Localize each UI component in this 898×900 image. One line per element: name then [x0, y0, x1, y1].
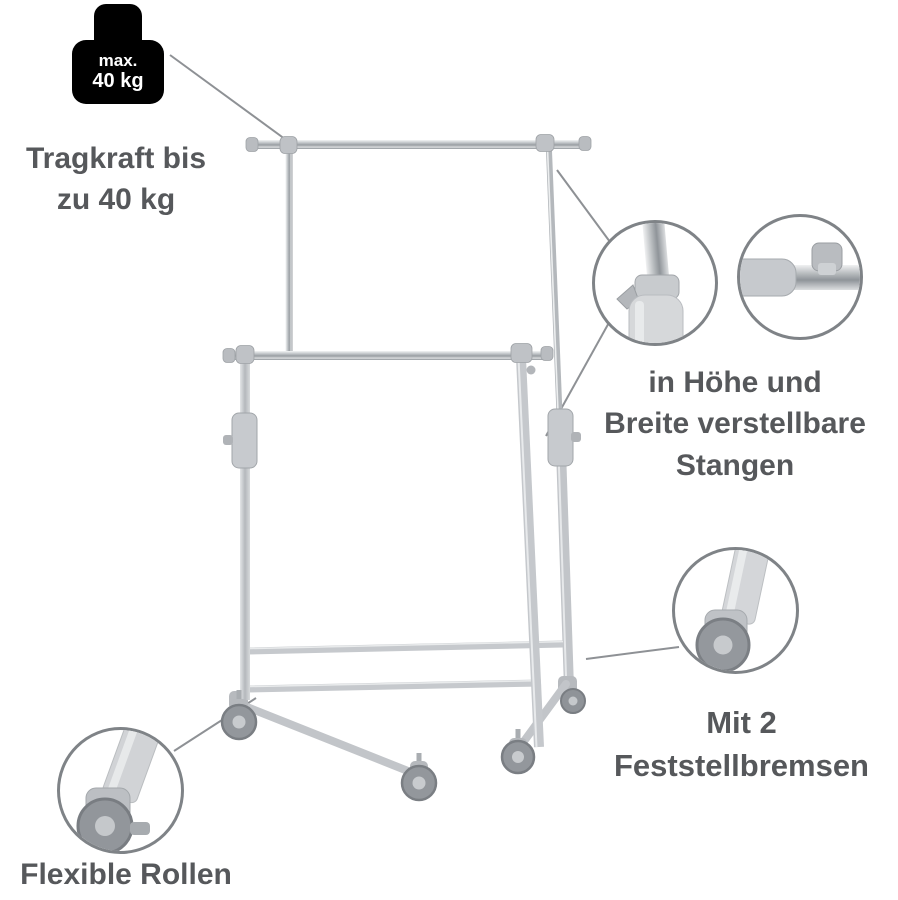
- caption-flexible-rollers: Flexible Rollen: [0, 854, 252, 895]
- caption-capacity: Tragkraft bis zu 40 kg: [0, 138, 232, 221]
- weight-icon: max. 40 kg: [72, 4, 164, 104]
- caption-brakes: Mit 2 Feststellbremsen: [585, 702, 898, 788]
- caption-adjustable-bars: in Höhe und Breite verstellbare Stangen: [572, 362, 898, 486]
- caption-capacity-line2: zu 40 kg: [56, 183, 176, 217]
- roller-caster-icon: [76, 730, 166, 851]
- caption-adjustable-line2: Breite verstellbare: [604, 407, 866, 441]
- pole-height-clamp-icon: [616, 223, 684, 343]
- caption-adjustable-line1: in Höhe und: [648, 366, 822, 399]
- weight-max-label: max.: [98, 50, 138, 70]
- caption-capacity-line1: Tragkraft bis: [25, 142, 207, 175]
- brake-caster-icon: [695, 550, 772, 671]
- weight-kg-label: 40 kg: [92, 70, 144, 93]
- caster-wheels: [220, 688, 586, 802]
- weight-icon-body: max. 40 kg: [72, 40, 164, 104]
- caption-adjustable-line3: Stangen: [675, 448, 795, 482]
- caption-brakes-line2: Feststellbremsen: [614, 747, 869, 783]
- weight-icon-knob: [94, 4, 142, 44]
- caption-brakes-line1: Mit 2: [706, 705, 777, 740]
- detail-circle-pole-clamp: [592, 220, 718, 346]
- detail-circle-brake-caster: [672, 547, 799, 674]
- detail-circle-roller: [57, 727, 184, 854]
- caption-rollers-line1: Flexible Rollen: [20, 858, 232, 891]
- detail-circle-bar-clamp: [737, 214, 863, 340]
- bar-width-clamp-icon: [740, 242, 860, 297]
